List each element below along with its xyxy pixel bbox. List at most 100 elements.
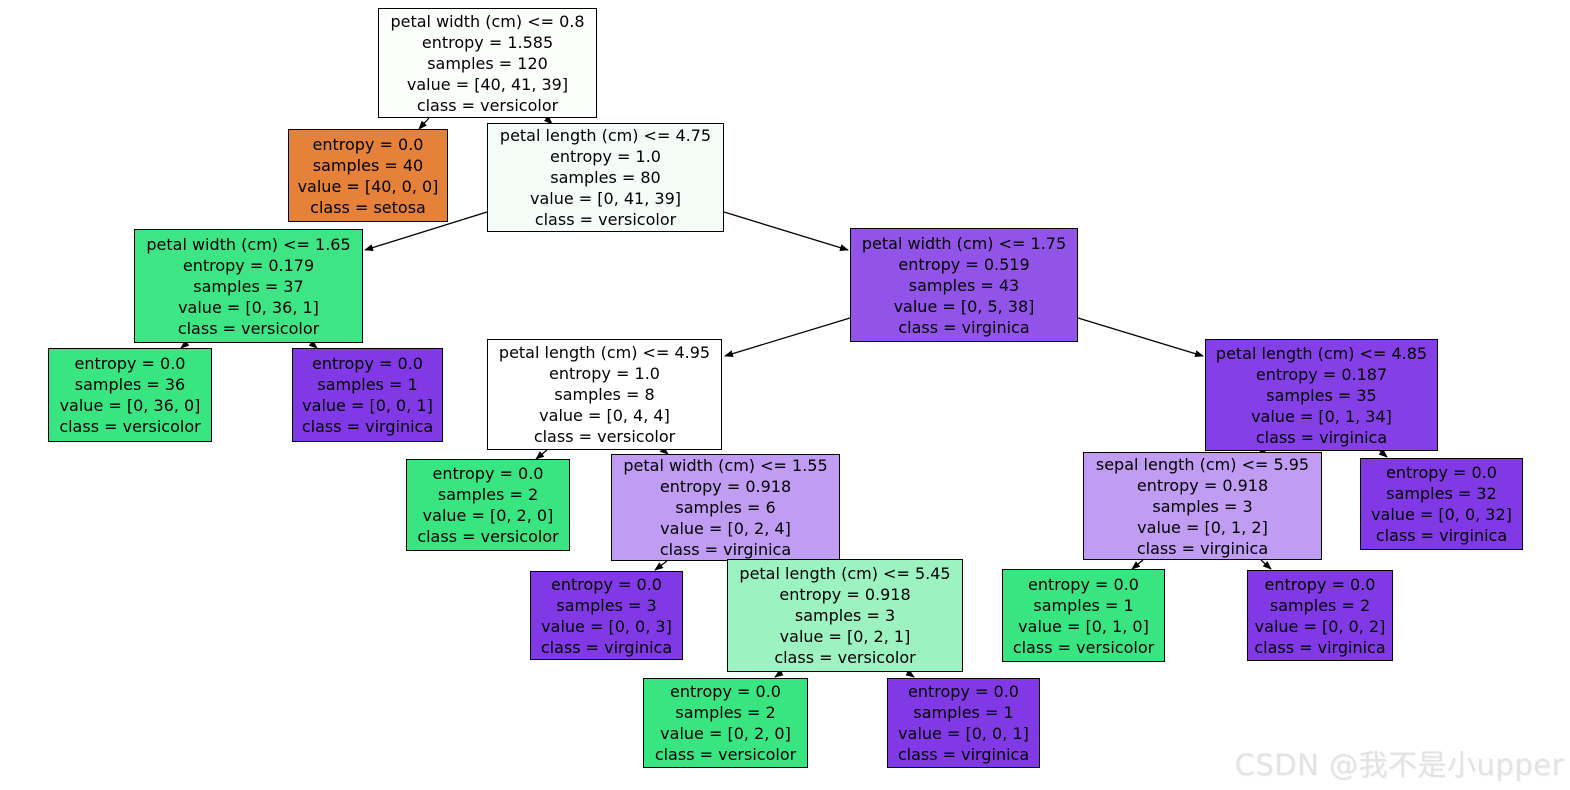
decision-node-petal-length-4-75: petal length (cm) <= 4.75 entropy = 1.0 … — [487, 123, 724, 232]
node-class: class = versicolor — [417, 527, 559, 546]
node-value: value = [0, 41, 39] — [529, 189, 681, 208]
node-class: class = versicolor — [533, 427, 676, 446]
node-samples: samples = 2 — [675, 703, 776, 722]
node-entropy: entropy = 0.0 — [551, 574, 662, 594]
decision-node-petal-width-1-65: petal width (cm) <= 1.65 entropy = 0.179… — [134, 229, 363, 343]
node-value: value = [0, 0, 1] — [302, 396, 433, 415]
node-entropy: entropy = 0.918 — [1136, 475, 1269, 495]
node-entropy: entropy = 0.0 — [908, 682, 1019, 701]
leaf-node-setosa: entropy = 0.0 samples = 40 value = [40, … — [288, 129, 448, 222]
csdn-watermark: CSDN @我不是小upper — [1234, 748, 1564, 782]
node-condition: petal width (cm) <= 1.65 — [146, 234, 351, 254]
node-class: class = virginica — [659, 540, 792, 559]
node-class: class = versicolor — [654, 745, 797, 764]
node-samples: samples = 43 — [908, 275, 1020, 295]
node-condition: sepal length (cm) <= 5.95 — [1095, 454, 1310, 474]
node-class: class = virginica — [301, 417, 434, 436]
node-samples: samples = 40 — [312, 155, 424, 175]
node-entropy: entropy = 0.519 — [898, 254, 1030, 274]
decision-node-root-petal-width-0-8: petal width (cm) <= 0.8 entropy = 1.585 … — [378, 8, 597, 118]
node-entropy: entropy = 0.0 — [432, 464, 544, 483]
edge-1-75-to-petal-length-4-95 — [724, 317, 851, 358]
node-condition: petal length (cm) <= 5.45 — [739, 564, 951, 583]
edge-5-95-to-versicolor-1 — [1131, 559, 1144, 570]
node-entropy: entropy = 1.585 — [421, 32, 554, 52]
node-class: class = versicolor — [59, 417, 201, 436]
node-condition: petal width (cm) <= 1.75 — [861, 233, 1067, 253]
node-value: value = [0, 1, 0] — [1018, 616, 1149, 636]
leaf-node-versicolor-2: entropy = 0.0 samples = 2 value = [0, 2,… — [406, 459, 570, 551]
node-samples: samples = 3 — [794, 606, 896, 625]
node-condition: petal length (cm) <= 4.75 — [499, 126, 712, 145]
leaf-node-virginica-32: entropy = 0.0 samples = 32 value = [0, 0… — [1360, 458, 1523, 550]
node-entropy: entropy = 0.0 — [1028, 574, 1139, 594]
node-value: value = [0, 0, 1] — [898, 724, 1029, 743]
node-value: value = [0, 36, 1] — [178, 297, 319, 317]
node-value: value = [0, 0, 32] — [1371, 505, 1512, 524]
node-samples: samples = 120 — [427, 53, 548, 73]
node-samples: samples = 2 — [437, 485, 539, 504]
node-class: class = virginica — [898, 317, 1030, 337]
decision-node-petal-width-1-75: petal width (cm) <= 1.75 entropy = 0.519… — [850, 228, 1078, 342]
node-samples: samples = 36 — [74, 375, 186, 394]
node-samples: samples = 1 — [317, 375, 418, 394]
node-value: value = [0, 5, 38] — [893, 296, 1035, 316]
node-value: value = [0, 2, 1] — [779, 627, 911, 646]
decision-node-petal-length-5-45: petal length (cm) <= 5.45 entropy = 0.91… — [727, 559, 963, 672]
node-class: class = versicolor — [534, 210, 677, 229]
node-class: class = virginica — [1255, 427, 1388, 447]
leaf-node-virginica-1: entropy = 0.0 samples = 1 value = [0, 0,… — [292, 348, 443, 442]
node-class: class = setosa — [310, 197, 426, 217]
node-condition: petal length (cm) <= 4.95 — [498, 343, 711, 362]
node-entropy: entropy = 0.0 — [1386, 463, 1497, 482]
node-class: class = versicolor — [177, 318, 320, 338]
leaf-node-virginica-1b: entropy = 0.0 samples = 1 value = [0, 0,… — [887, 678, 1040, 768]
node-value: value = [0, 2, 4] — [660, 519, 791, 538]
node-condition: petal width (cm) <= 0.8 — [390, 11, 585, 31]
node-value: value = [0, 36, 0] — [59, 396, 201, 415]
edge-root-to-setosa-leaf — [418, 117, 430, 130]
edge-4-85-to-virginica-32 — [1378, 449, 1388, 458]
node-samples: samples = 1 — [1033, 595, 1134, 615]
node-value: value = [0, 1, 34] — [1251, 406, 1392, 426]
node-samples: samples = 37 — [193, 276, 304, 296]
node-entropy: entropy = 0.0 — [1264, 574, 1376, 594]
node-class: class = versicolor — [416, 95, 559, 115]
node-value: value = [0, 2, 0] — [660, 724, 791, 743]
node-samples: samples = 35 — [1266, 385, 1377, 405]
node-condition: petal width (cm) <= 1.55 — [623, 456, 828, 475]
node-entropy: entropy = 0.0 — [670, 682, 781, 701]
node-value: value = [40, 41, 39] — [406, 74, 569, 94]
leaf-node-virginica-2: entropy = 0.0 samples = 2 value = [0, 0,… — [1247, 570, 1393, 661]
node-samples: samples = 6 — [675, 498, 776, 517]
node-entropy: entropy = 0.0 — [74, 354, 186, 373]
leaf-node-versicolor-36: entropy = 0.0 samples = 36 value = [0, 3… — [48, 348, 212, 442]
edge-4-95-to-versicolor-2 — [535, 449, 548, 460]
node-entropy: entropy = 0.179 — [182, 255, 315, 275]
edge-5-95-to-virginica-2 — [1260, 559, 1272, 570]
leaf-node-versicolor-1: entropy = 0.0 samples = 1 value = [0, 1,… — [1002, 569, 1165, 662]
node-entropy: entropy = 0.0 — [312, 134, 424, 154]
node-samples: samples = 8 — [554, 385, 655, 404]
edge-1-75-to-petal-length-4-85 — [1077, 317, 1204, 358]
node-samples: samples = 32 — [1386, 484, 1497, 503]
decision-node-petal-width-1-55: petal width (cm) <= 1.55 entropy = 0.918… — [611, 454, 840, 561]
node-class: class = virginica — [1254, 637, 1386, 657]
leaf-node-virginica-3: entropy = 0.0 samples = 3 value = [0, 0,… — [530, 571, 683, 660]
node-samples: samples = 1 — [913, 703, 1014, 722]
node-class: class = virginica — [1136, 538, 1269, 558]
decision-node-petal-length-4-95: petal length (cm) <= 4.95 entropy = 1.0 … — [487, 339, 722, 450]
decision-node-sepal-length-5-95: sepal length (cm) <= 5.95 entropy = 0.91… — [1083, 452, 1322, 560]
edge-4-75-to-petal-width-1-75 — [723, 211, 849, 252]
node-class: class = virginica — [540, 637, 673, 657]
node-samples: samples = 80 — [550, 168, 661, 187]
node-samples: samples = 3 — [556, 595, 657, 615]
node-condition: petal length (cm) <= 4.85 — [1215, 343, 1428, 363]
decision-node-petal-length-4-85: petal length (cm) <= 4.85 entropy = 0.18… — [1205, 339, 1438, 451]
leaf-node-versicolor-2b: entropy = 0.0 samples = 2 value = [0, 2,… — [643, 678, 808, 768]
edge-5-45-to-versicolor-2b — [774, 669, 784, 678]
edge-1-55-to-virginica-3 — [654, 560, 668, 571]
node-value: value = [0, 2, 0] — [422, 506, 554, 525]
node-entropy: entropy = 0.918 — [779, 585, 911, 604]
